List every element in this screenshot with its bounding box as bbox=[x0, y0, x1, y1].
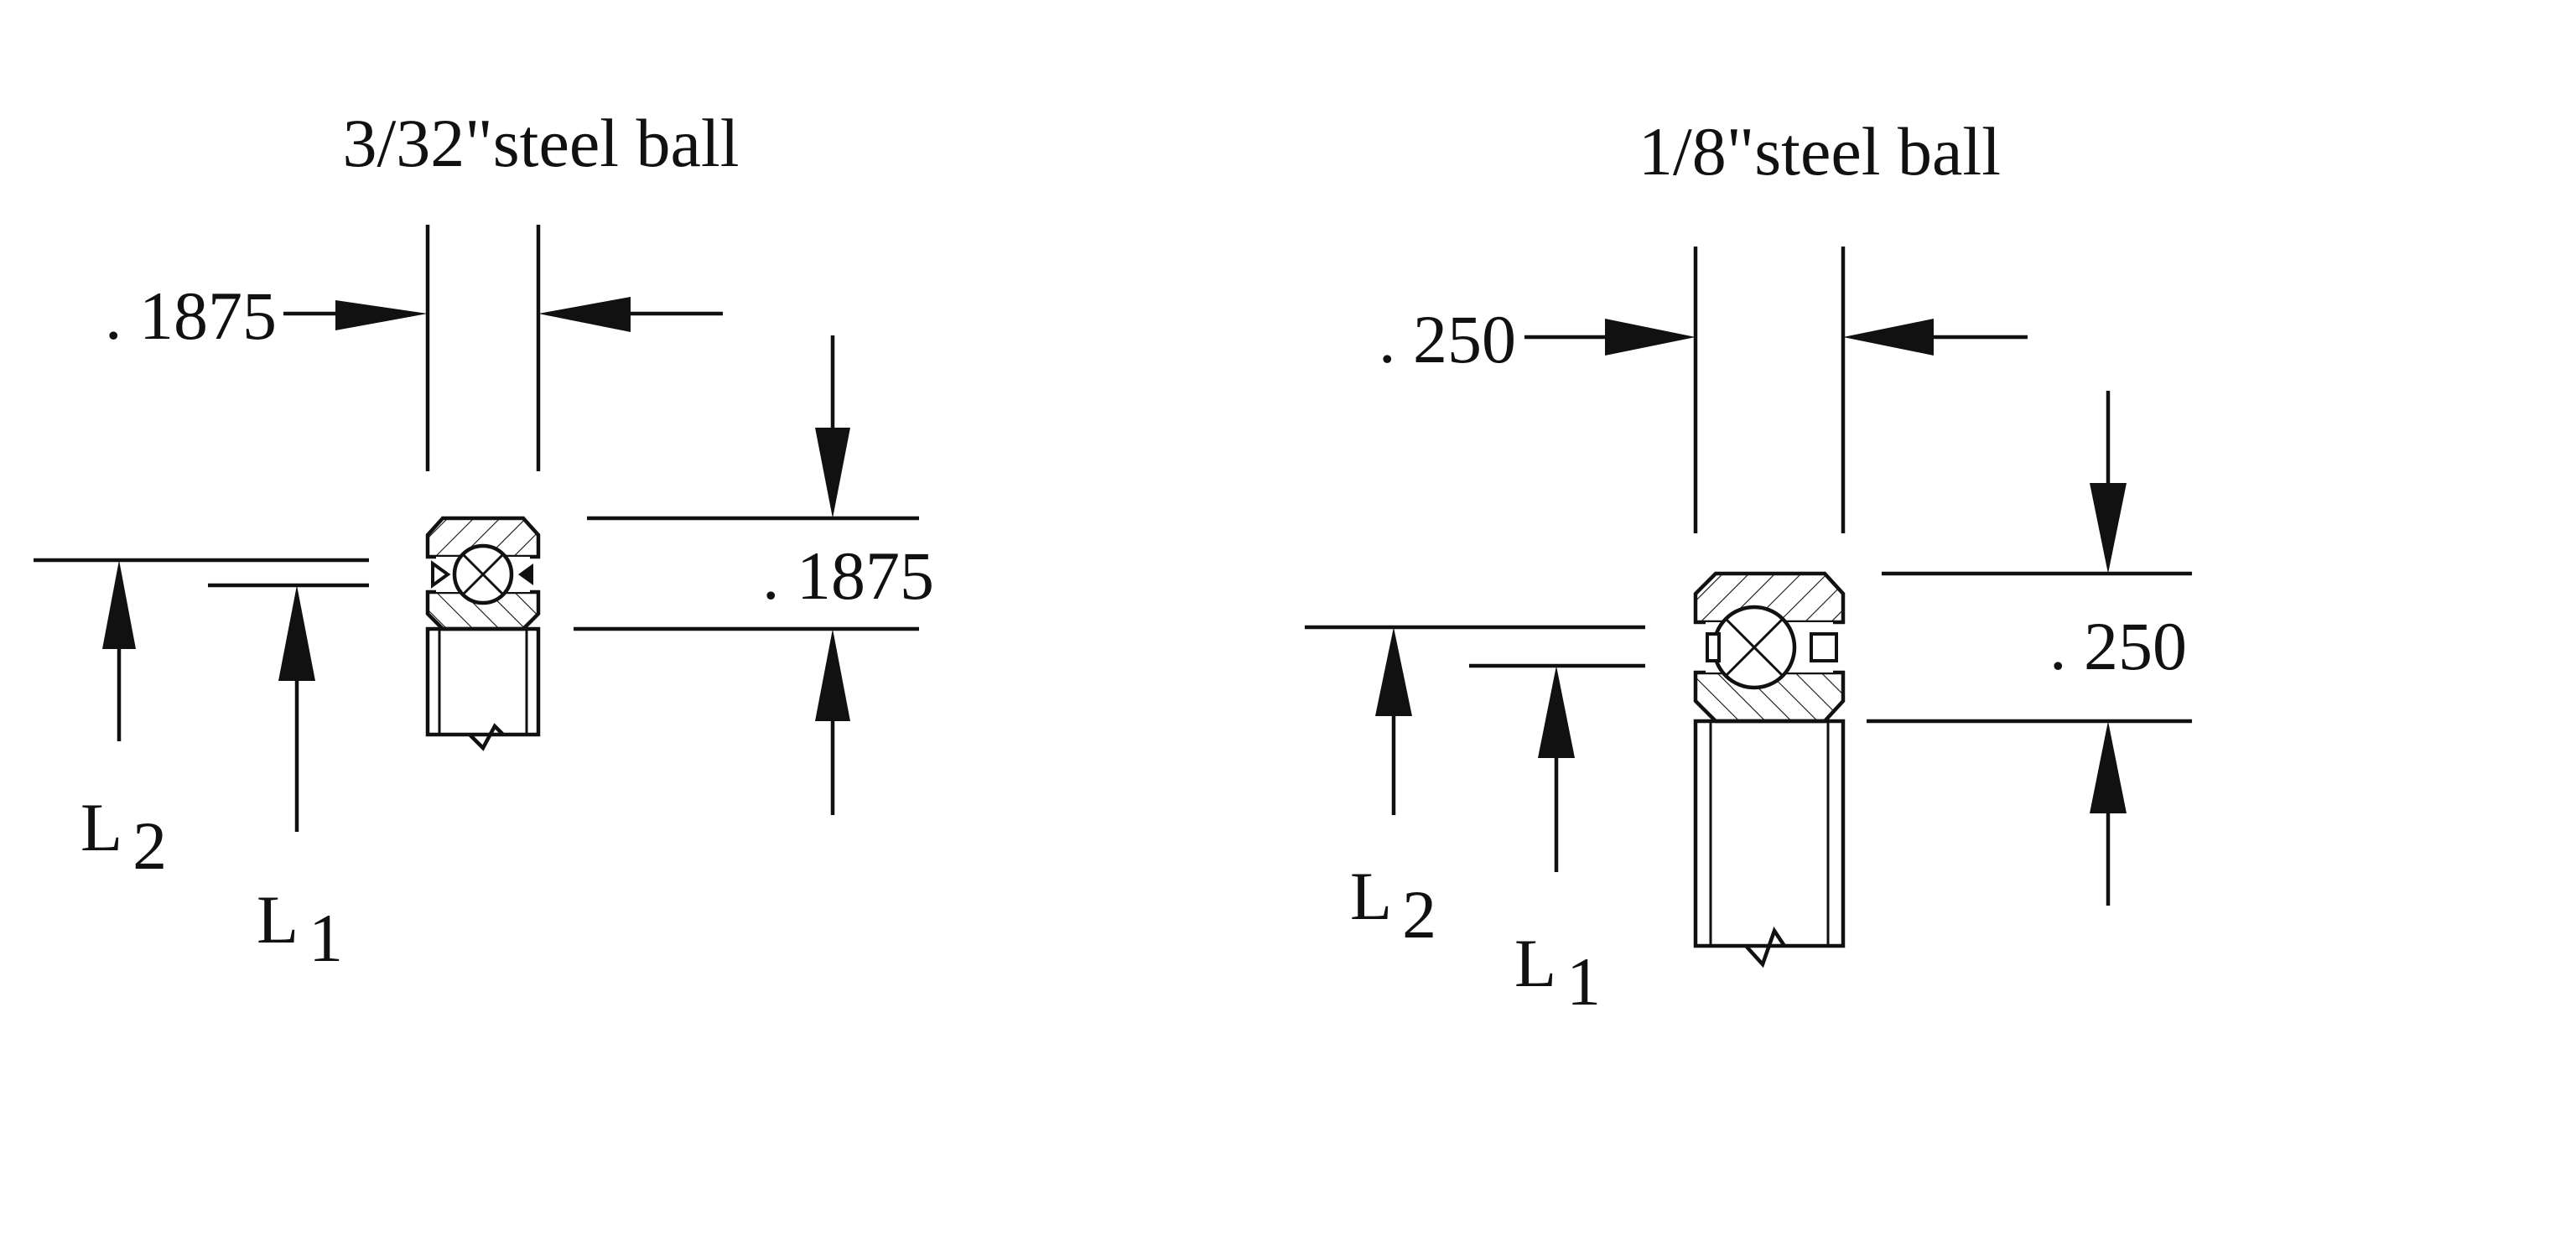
l2-subscript: 2 bbox=[132, 808, 167, 884]
break-line bbox=[1744, 926, 1786, 969]
l1-label: L bbox=[1514, 925, 1556, 1001]
height-dimension: . 1875 bbox=[574, 335, 934, 815]
arrowhead-right-icon bbox=[1605, 319, 1696, 356]
height-dimension-value: . 250 bbox=[2049, 608, 2187, 684]
svg-text:L1: L1 bbox=[257, 881, 343, 976]
svg-text:L2: L2 bbox=[80, 789, 167, 884]
l2-subscript: 2 bbox=[1402, 876, 1436, 953]
svg-text:L2: L2 bbox=[1350, 858, 1436, 953]
arrowhead-left-icon bbox=[538, 297, 631, 332]
width-dimension: . 250 bbox=[1379, 247, 2028, 533]
height-dimension: . 250 bbox=[1867, 391, 2192, 906]
l2-label: L bbox=[80, 789, 122, 865]
arrowhead-up-icon bbox=[278, 585, 315, 681]
l1-label: L bbox=[257, 881, 299, 958]
arrowhead-up-icon bbox=[2090, 721, 2127, 813]
arrowhead-up-icon bbox=[815, 629, 850, 721]
bearing-cross-section bbox=[425, 516, 541, 751]
bearing-cross-section bbox=[1693, 571, 1846, 969]
l1-subscript: 1 bbox=[1566, 943, 1601, 1020]
arrowhead-up-icon bbox=[1375, 627, 1412, 716]
height-dimension-value: . 1875 bbox=[762, 538, 934, 614]
arrowhead-down-icon bbox=[2090, 483, 2127, 574]
arrowhead-down-icon bbox=[815, 428, 850, 518]
diagram-left: 3/32"steel ball . 1875 . 1875 bbox=[34, 105, 934, 976]
break-line bbox=[468, 723, 505, 751]
l2-label: L bbox=[1350, 858, 1392, 934]
width-dimension-value: . 1875 bbox=[105, 278, 277, 354]
diagram-title: 3/32"steel ball bbox=[343, 105, 740, 181]
l1-subscript: 1 bbox=[309, 900, 343, 976]
arrowhead-up-icon bbox=[1538, 666, 1575, 758]
diagram-right: 1/8"steel ball . 250 . 250 bbox=[1305, 113, 2192, 1020]
arrowhead-up-icon bbox=[102, 560, 136, 649]
svg-text:L1: L1 bbox=[1514, 925, 1601, 1020]
arrowhead-right-icon bbox=[335, 300, 428, 330]
width-dimension: . 1875 bbox=[105, 225, 723, 471]
arrowhead-left-icon bbox=[1843, 319, 1934, 356]
width-dimension-value: . 250 bbox=[1379, 301, 1516, 377]
diagram-title: 1/8"steel ball bbox=[1639, 113, 2001, 190]
